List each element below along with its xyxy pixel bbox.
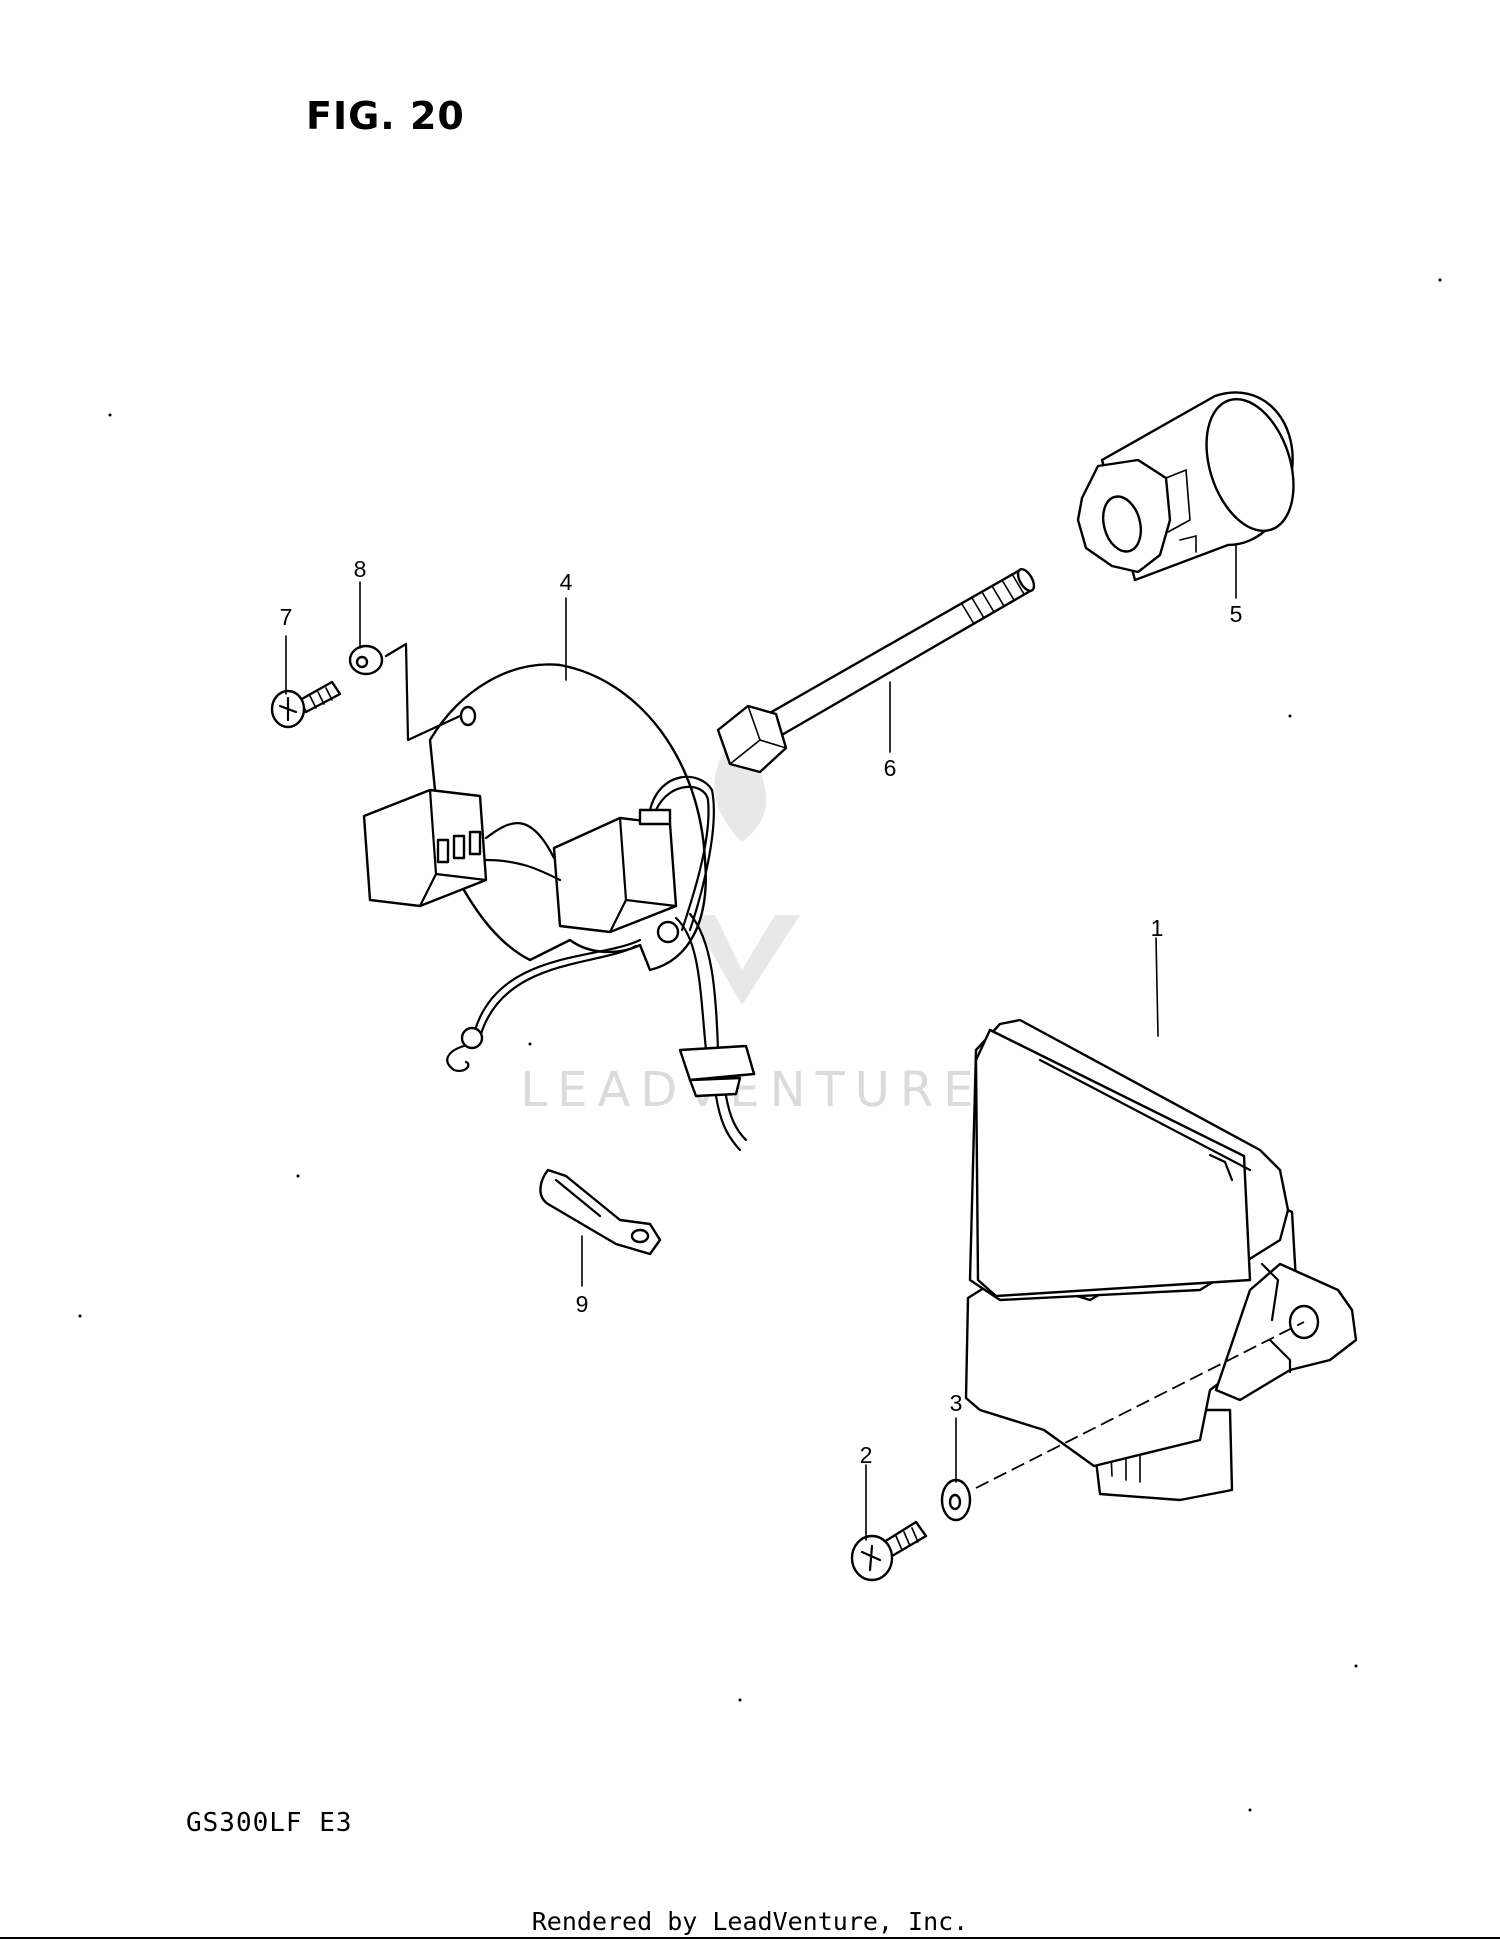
connection-line-8-4 bbox=[384, 642, 462, 742]
callout-3: 3 bbox=[950, 1390, 963, 1416]
part-4-signal-generator bbox=[362, 663, 756, 1152]
footer-credit: Rendered by LeadVenture, Inc. bbox=[531, 1907, 969, 1936]
part-7-screw bbox=[270, 680, 342, 729]
callout-labels: 1 2 3 4 5 6 7 8 9 bbox=[280, 556, 1243, 1468]
part-9-clamp bbox=[539, 1168, 662, 1256]
part-6-bolt bbox=[716, 567, 1036, 774]
figure-title: FIG. 20 bbox=[306, 94, 465, 138]
connection-line-3-1 bbox=[975, 1321, 1305, 1489]
part-8-washer bbox=[348, 644, 384, 676]
callout-5: 5 bbox=[1230, 601, 1243, 627]
callout-7: 7 bbox=[280, 604, 293, 630]
callout-4: 4 bbox=[560, 569, 573, 595]
leader-lines bbox=[285, 544, 1237, 1541]
part-1-cdi-unit bbox=[964, 1018, 1358, 1502]
callout-8: 8 bbox=[354, 556, 367, 582]
scan-specks bbox=[78, 278, 1442, 1812]
footer-rule bbox=[0, 1937, 1500, 1939]
callout-6: 6 bbox=[884, 755, 897, 781]
part-2-screw bbox=[850, 1520, 928, 1582]
callout-2: 2 bbox=[860, 1442, 873, 1468]
model-code: GS300LF E3 bbox=[186, 1808, 353, 1838]
callout-9: 9 bbox=[576, 1291, 589, 1317]
part-5-sleeve bbox=[1076, 391, 1295, 582]
callout-1: 1 bbox=[1151, 915, 1164, 941]
part-3-washer bbox=[940, 1478, 972, 1522]
